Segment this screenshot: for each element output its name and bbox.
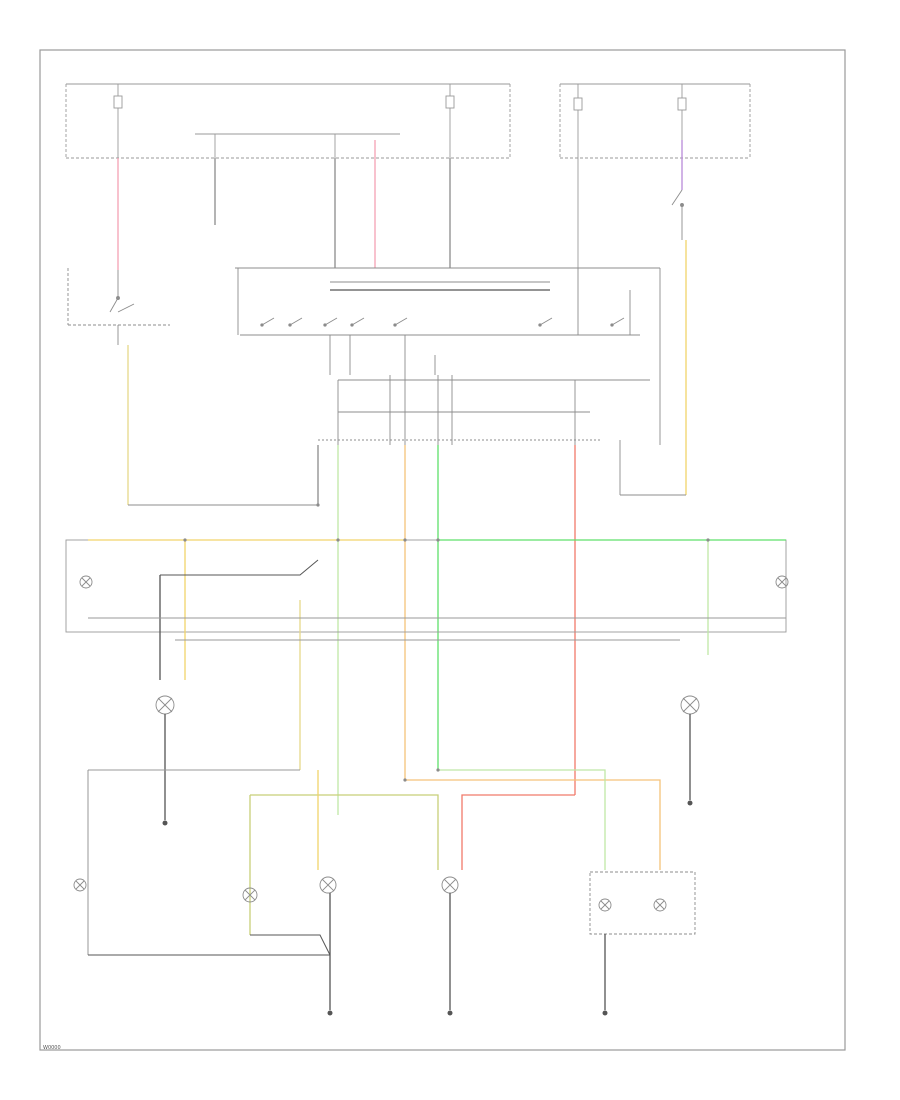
ground-3 <box>327 1010 333 1016</box>
headlamp-switch <box>67 268 170 345</box>
fuse-panel-right <box>559 83 751 268</box>
multifunction-switch <box>235 267 661 445</box>
harness-bus <box>65 539 787 770</box>
ground-4 <box>447 1010 453 1016</box>
wires-rear <box>87 769 661 1010</box>
center-high-mount-lamp <box>73 878 87 892</box>
brake-switch <box>671 189 684 240</box>
wires-middle <box>317 445 576 815</box>
wires-upper <box>117 140 687 495</box>
splice-points <box>183 503 710 782</box>
ground-5 <box>602 1010 608 1016</box>
fuse-panel-left <box>65 83 511 159</box>
front-right-lamp <box>79 575 93 589</box>
lt-tail-lamp <box>319 876 337 1010</box>
figure-code: W0000 <box>43 1045 61 1051</box>
lt-front-sidemarker <box>680 695 700 800</box>
ground-1 <box>162 820 168 826</box>
license-lamp <box>242 887 258 903</box>
rt-front-sidemarker <box>155 695 175 820</box>
front-left-lamp <box>775 575 789 589</box>
instrument-cluster-indicators <box>589 871 696 1010</box>
turn-flasher-assembly <box>318 375 686 496</box>
rt-tail-lamp <box>441 876 459 1010</box>
diagram-border <box>39 49 846 1051</box>
ground-2 <box>687 800 693 806</box>
